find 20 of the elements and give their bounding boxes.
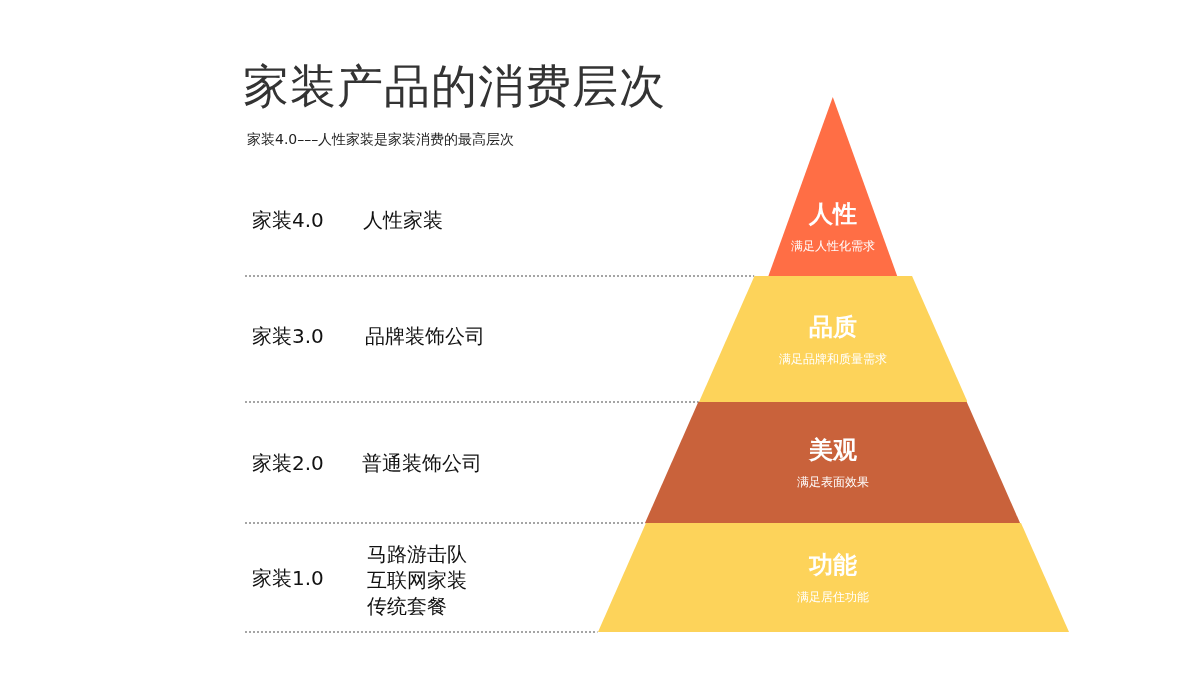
layer-description: 满足品牌和质量需求 <box>779 350 887 368</box>
level-label: 品牌装饰公司 <box>365 323 485 349</box>
level-label: 普通装饰公司 <box>362 450 482 476</box>
level-label: 马路游击队 <box>367 541 467 567</box>
layer-heading: 品质 <box>809 311 857 343</box>
level-label: 家装2.0 <box>252 450 324 476</box>
layer-description: 满足居住功能 <box>797 589 869 606</box>
layer-description: 满足人性化需求 <box>791 238 875 255</box>
level-label: 家装3.0 <box>252 323 324 349</box>
title: 家装产品的消费层次 <box>243 58 666 115</box>
level-label: 互联网家装 <box>367 567 467 593</box>
layer-heading: 人性 <box>809 199 857 230</box>
layer-heading: 美观 <box>809 435 857 466</box>
level-label: 人性家装 <box>363 207 443 233</box>
level-label: 家装4.0 <box>252 207 324 233</box>
layer-heading: 功能 <box>809 550 857 581</box>
subtitle: 家装4.0–––人性家装是家装消费的最高层次 <box>247 131 515 149</box>
level-label: 家装1.0 <box>252 565 324 591</box>
layer-description: 满足表面效果 <box>797 474 869 491</box>
level-label: 传统套餐 <box>367 593 447 619</box>
